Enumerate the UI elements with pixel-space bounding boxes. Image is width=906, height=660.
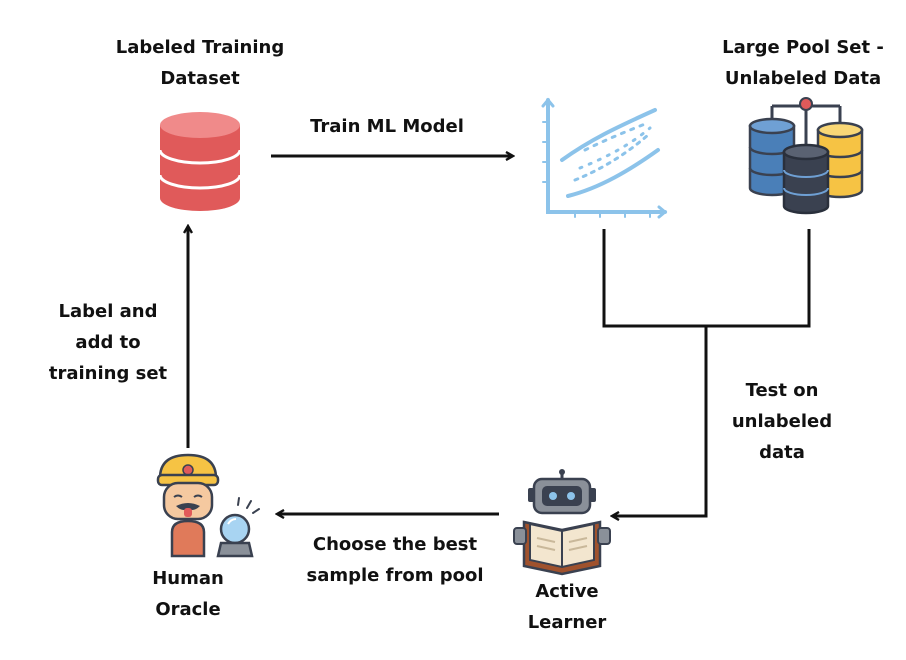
connector-model-to-merge [602, 229, 811, 328]
pool-set-title: Large Pool Set - Unlabeled Data [700, 32, 906, 94]
test-unlabeled-line-2: unlabeled [731, 411, 833, 432]
labeled-dataset-title: Labeled Training Dataset [70, 32, 330, 94]
server-stack-icon [748, 97, 864, 215]
label-and-add-line-3: training set [48, 363, 168, 384]
train-model-text: Train ML Model [310, 116, 464, 137]
label-and-add-label: Label and add to training set [30, 296, 186, 389]
active-learner-line-1: Active [535, 581, 599, 602]
labeled-dataset-title-line-1: Labeled Training [115, 37, 285, 58]
active-learner-line-2: Learner [527, 612, 607, 633]
choose-best-line-2: sample from pool [306, 565, 484, 586]
active-learner-label: Active Learner [512, 576, 622, 638]
choose-best-label: Choose the best sample from pool [282, 529, 508, 591]
database-icon [158, 112, 242, 211]
label-and-add-line-2: add to [75, 332, 141, 353]
human-oracle-line-1: Human [152, 568, 224, 589]
labeled-dataset-title-line-2: Dataset [160, 68, 240, 89]
fortune-teller-icon [156, 453, 260, 558]
flow-arrows [188, 156, 811, 516]
choose-best-line-1: Choose the best [312, 534, 478, 555]
label-and-add-line-1: Label and [58, 301, 158, 322]
pool-set-title-line-1: Large Pool Set - [722, 37, 884, 58]
train-model-label: Train ML Model [282, 111, 492, 142]
pool-set-title-line-2: Unlabeled Data [724, 68, 882, 89]
test-unlabeled-label: Test on unlabeled data [712, 375, 852, 468]
human-oracle-line-2: Oracle [155, 599, 221, 620]
arrow-test-unlabeled [612, 326, 708, 516]
robot-reading-icon [513, 469, 611, 576]
scatter-plot-icon [541, 97, 668, 219]
human-oracle-label: Human Oracle [138, 563, 238, 625]
test-unlabeled-line-3: data [759, 442, 805, 463]
test-unlabeled-line-1: Test on [745, 380, 819, 401]
